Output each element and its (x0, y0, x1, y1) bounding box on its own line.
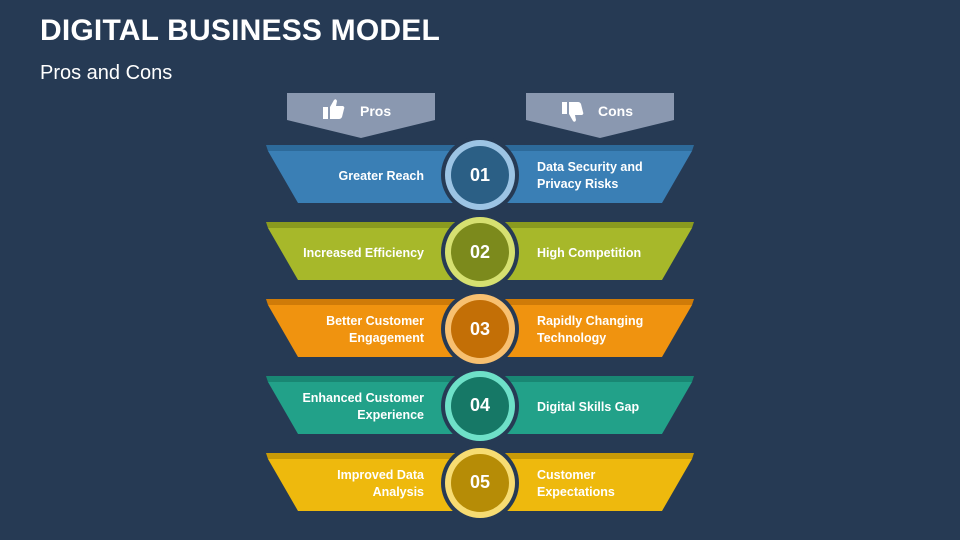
pro-band (268, 151, 476, 203)
step-circle (451, 146, 509, 204)
pro-band (268, 459, 476, 511)
con-item-2: High Competition (537, 245, 642, 260)
step-number-1: 01 (469, 164, 491, 185)
pro-item-2: Increased Efficiency (303, 245, 424, 260)
cons-header-label: Cons (598, 103, 633, 119)
con-item-4: Digital Skills Gap (537, 399, 640, 414)
step-number-5: 05 (469, 471, 491, 492)
con-item-1: Data Security and Privacy Risks (537, 160, 643, 191)
con-band (484, 305, 692, 357)
page-title: DIGITAL BUSINESS MODEL (40, 14, 440, 47)
pro-band (268, 228, 476, 280)
pros-header-label: Pros (360, 103, 392, 119)
step-number-2: 02 (469, 241, 491, 262)
pro-item-5: Improved Data Analysis (337, 468, 424, 499)
pro-item-4: Enhanced Customer Experience (302, 391, 424, 422)
page-subtitle: Pros and Cons (40, 62, 173, 84)
step-circle (451, 377, 509, 435)
pros-header-banner (287, 93, 435, 138)
con-item-5: Customer Expectations (537, 468, 615, 499)
con-band (484, 151, 692, 203)
pro-item-3: Better Customer Engagement (326, 314, 424, 345)
con-band (484, 228, 692, 280)
con-band (484, 459, 692, 511)
pro-band (268, 382, 476, 434)
step-circle (451, 454, 509, 512)
step-number-4: 04 (469, 394, 491, 415)
step-circle (451, 300, 509, 358)
con-band (484, 382, 692, 434)
step-number-3: 03 (469, 318, 491, 339)
con-item-3: Rapidly Changing Technology (537, 314, 644, 345)
thumbs-up-icon (323, 99, 345, 119)
thumbs-down-icon (562, 102, 584, 122)
step-circle (451, 223, 509, 281)
pro-item-1: Greater Reach (338, 168, 424, 183)
pro-band (268, 305, 476, 357)
